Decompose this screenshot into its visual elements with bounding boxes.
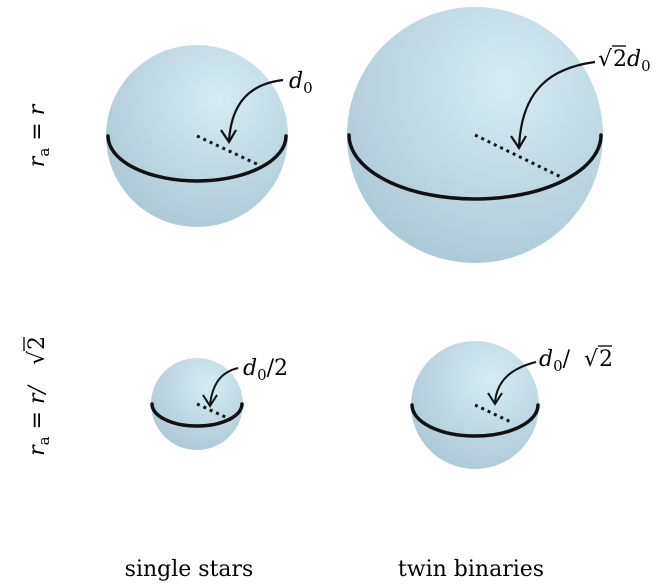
row-label-bottom: ra = r/ √ 2 xyxy=(23,336,53,456)
distance-label: d0 xyxy=(289,69,313,97)
arrow-head xyxy=(487,392,503,406)
distance-label: d0/ √ 2 xyxy=(539,345,613,375)
equator-arc xyxy=(106,134,288,183)
svg-text:ra = r/: ra = r/ xyxy=(25,384,53,456)
column-label-twin-binaries: twin binaries xyxy=(398,557,544,582)
equator-arc xyxy=(410,403,540,438)
distance-label: √ 2 d0 xyxy=(598,45,651,75)
equator-arc xyxy=(347,133,603,201)
svg-text:d0: d0 xyxy=(627,47,651,75)
sphere-twin-binaries-bottom: d0/ √ 2 xyxy=(410,341,613,469)
svg-text:√: √ xyxy=(25,350,50,365)
svg-text:d0/: d0/ xyxy=(539,347,571,375)
column-label-single-stars: single stars xyxy=(125,557,254,582)
pointer-arrow xyxy=(494,361,537,403)
pointer-arrow xyxy=(227,78,284,141)
arrow-head xyxy=(220,129,237,145)
distance-dotted-line xyxy=(474,133,564,180)
distance-label: d0/2 xyxy=(243,356,288,384)
equator-arc xyxy=(150,402,244,428)
sphere-single-stars-bottom: d0/2 xyxy=(150,356,288,450)
distance-dotted-line xyxy=(474,403,514,425)
distance-dotted-line xyxy=(196,134,260,167)
sphere-twin-binaries-top: √ 2 d0 xyxy=(347,7,651,263)
svg-text:ra = r: ra = r xyxy=(25,103,53,167)
row-label-top: ra = r xyxy=(25,103,53,167)
arrow-head xyxy=(510,135,527,151)
pointer-arrow xyxy=(209,367,239,405)
sphere-single-stars-top: d0 xyxy=(106,45,313,227)
svg-text:2: 2 xyxy=(25,336,50,350)
svg-text:√: √ xyxy=(598,47,613,72)
svg-text:2: 2 xyxy=(613,47,627,72)
svg-text:2: 2 xyxy=(599,347,613,372)
svg-text:√: √ xyxy=(584,347,599,372)
pointer-arrow xyxy=(517,60,596,147)
arrow-head xyxy=(202,394,218,408)
